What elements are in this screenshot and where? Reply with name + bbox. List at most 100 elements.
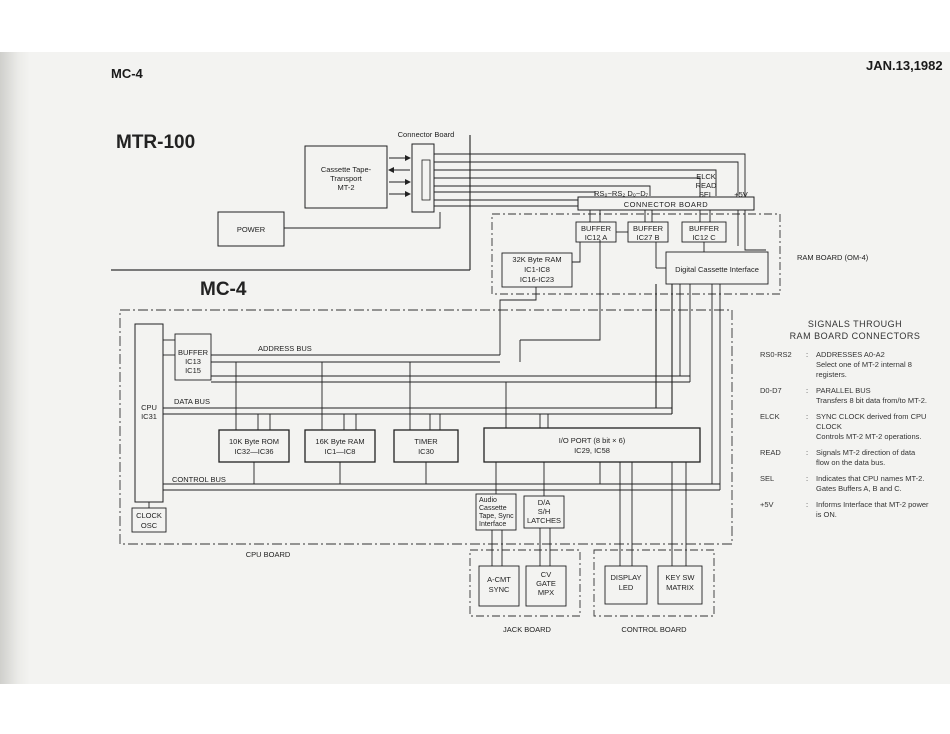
legend-line: SYNC CLOCK derived from CPU xyxy=(816,412,927,421)
keysw-line-1: KEY SW xyxy=(665,573,695,582)
legend-line: Indicates that CPU names MT-2. xyxy=(816,474,925,483)
cpu-buffer-line-2: IC13 xyxy=(185,357,201,366)
legend-title-line-2: RAM BOARD CONNECTORS xyxy=(789,331,921,341)
control-board-label: CONTROL BOARD xyxy=(621,625,687,634)
legend-row: SEL: Indicates that CPU names MT-2. Gate… xyxy=(760,474,950,494)
dci-label: Digital Cassette Interface xyxy=(675,265,759,274)
power-label: POWER xyxy=(237,225,266,234)
ram16k-line-2: IC1—IC8 xyxy=(325,447,356,456)
cassette-line-1: Cassette Tape- xyxy=(321,165,372,174)
display-led-block: DISPLAY LED xyxy=(604,565,648,605)
legend-key: ELCK xyxy=(760,412,780,421)
cv-line-1: CV xyxy=(541,570,551,579)
doc-date: JAN.13,1982 xyxy=(866,58,943,73)
cpu-block: CPU IC31 xyxy=(134,323,164,503)
dci-block: Digital Cassette Interface xyxy=(665,251,769,285)
legend-line: CLOCK xyxy=(816,422,842,431)
ram32k-block: 32K Byte RAM IC1-IC8 IC16-IC23 xyxy=(501,252,573,288)
buffer-a-line-2: IC12 A xyxy=(585,233,608,242)
acmt-line-1: A-CMT xyxy=(487,575,511,584)
cv-gate-block: CV GATE MPX xyxy=(525,565,567,607)
buffer-a-block: BUFFER IC12 A xyxy=(575,221,617,243)
timer-block: TIMER IC30 xyxy=(393,429,459,463)
rom-line-2: IC32—IC36 xyxy=(234,447,273,456)
cpu-line-1: CPU xyxy=(141,403,157,412)
control-bus-label: CONTROL BUS xyxy=(172,475,226,484)
data-bus xyxy=(163,284,673,415)
legend-row: RS0-RS2: ADDRESSES A0-A2 Select one of M… xyxy=(760,350,950,380)
legend-key: D0-D7 xyxy=(760,386,782,395)
legend-line: Transfers 8 bit data from/to MT-2. xyxy=(816,396,928,405)
legend-line: registers. xyxy=(816,370,847,379)
ram-connector-label: CONNECTOR BOARD xyxy=(624,200,709,209)
section-title-mc4: MC-4 xyxy=(200,279,247,300)
cpu-buffer-line-3: IC15 xyxy=(185,366,201,375)
jack-links xyxy=(491,528,551,566)
audio-line-2: Cassette xyxy=(479,505,507,512)
rom-block: 10K Byte ROM IC32—IC36 xyxy=(218,429,290,463)
power-block: POWER xyxy=(217,211,285,247)
acmt-line-2: SYNC xyxy=(489,585,510,594)
mtr-separator xyxy=(111,135,471,271)
buffer-a-line-1: BUFFER xyxy=(581,224,612,233)
legend-key: +5V xyxy=(760,500,774,509)
legend-title-line-1: SIGNALS THROUGH xyxy=(807,319,903,329)
acmt-sync-block: A-CMT SYNC xyxy=(478,565,520,607)
cpu-board-boundary xyxy=(119,309,733,545)
cassette-line-2: Transport xyxy=(330,174,363,183)
cassette-line-3: MT-2 xyxy=(337,183,354,192)
legend-line: Controls MT-2 MT-2 operations. xyxy=(816,432,922,441)
clock-line-1: CLOCK xyxy=(136,511,162,520)
signal-elck: ELCK xyxy=(696,172,716,181)
legend-desc: Signals MT-2 direction of data flow on t… xyxy=(816,448,950,468)
data-bus-label: DATA BUS xyxy=(174,397,210,406)
ram32k-line-2: IC1-IC8 xyxy=(524,265,550,274)
buffer-c-line-1: BUFFER xyxy=(689,224,720,233)
signals-legend: SIGNALS THROUGH RAM BOARD CONNECTORS RS0… xyxy=(760,318,950,526)
io-port-block: I/O PORT (8 bit × 6) IC29, IC58 xyxy=(483,427,701,463)
display-line-1: DISPLAY xyxy=(610,573,641,582)
display-line-2: LED xyxy=(619,583,634,592)
legend-row: READ: Signals MT-2 direction of data flo… xyxy=(760,448,950,468)
control-bus xyxy=(163,284,721,491)
cassette-transport-block: Cassette Tape- Transport MT-2 xyxy=(304,145,388,209)
signal-read: READ xyxy=(696,181,717,190)
legend-desc: ADDRESSES A0-A2 Select one of MT-2 inter… xyxy=(816,350,950,380)
timer-line-2: IC30 xyxy=(418,447,434,456)
connector-board-label: Connector Board xyxy=(398,130,455,139)
legend-desc: Informs Interface that MT-2 power is ON. xyxy=(816,500,950,520)
legend-line: ADDRESSES A0-A2 xyxy=(816,350,885,359)
connector-buffer-links xyxy=(589,210,766,251)
io-to-peripherals xyxy=(495,462,687,566)
io-line-2: IC29, IC58 xyxy=(574,446,610,455)
keysw-line-2: MATRIX xyxy=(666,583,694,592)
da-line-1: D/A xyxy=(538,498,551,507)
cpu-buffer-block: BUFFER IC13 IC15 xyxy=(174,333,212,381)
mtr-to-ram-lines xyxy=(434,153,746,207)
legend-desc: Indicates that CPU names MT-2. Gates Buf… xyxy=(816,474,950,494)
jack-board-boundary xyxy=(469,549,581,617)
legend-line: Signals MT-2 direction of data xyxy=(816,448,916,457)
legend-line: flow on the data bus. xyxy=(816,458,886,467)
cv-line-3: MPX xyxy=(538,588,554,597)
ram32k-line-3: IC16-IC23 xyxy=(520,275,554,284)
audio-line-3: Tape, Sync xyxy=(479,513,514,520)
address-bus-label: ADDRESS BUS xyxy=(258,344,312,353)
jack-board-label: JACK BOARD xyxy=(503,625,552,634)
cv-line-2: GATE xyxy=(536,579,556,588)
audio-interface-block: Audio Cassette Tape, Sync Interface xyxy=(475,493,517,531)
legend-line: is ON. xyxy=(816,510,837,519)
legend-row: +5V: Informs Interface that MT-2 power i… xyxy=(760,500,950,520)
key-sw-block: KEY SW MATRIX xyxy=(657,565,703,605)
ram-board-boundary xyxy=(491,213,781,295)
binding-shadow xyxy=(0,52,30,684)
io-line-1: I/O PORT (8 bit × 6) xyxy=(559,436,626,445)
buffer-c-line-2: IC12 C xyxy=(692,233,716,242)
legend-desc: PARALLEL BUS Transfers 8 bit data from/t… xyxy=(816,386,950,406)
legend-row: D0-D7: PARALLEL BUS Transfers 8 bit data… xyxy=(760,386,950,406)
legend-line: Select one of MT-2 internal 8 xyxy=(816,360,912,369)
cpu-board-label: CPU BOARD xyxy=(246,550,291,559)
audio-line-1: Audio xyxy=(479,497,497,504)
